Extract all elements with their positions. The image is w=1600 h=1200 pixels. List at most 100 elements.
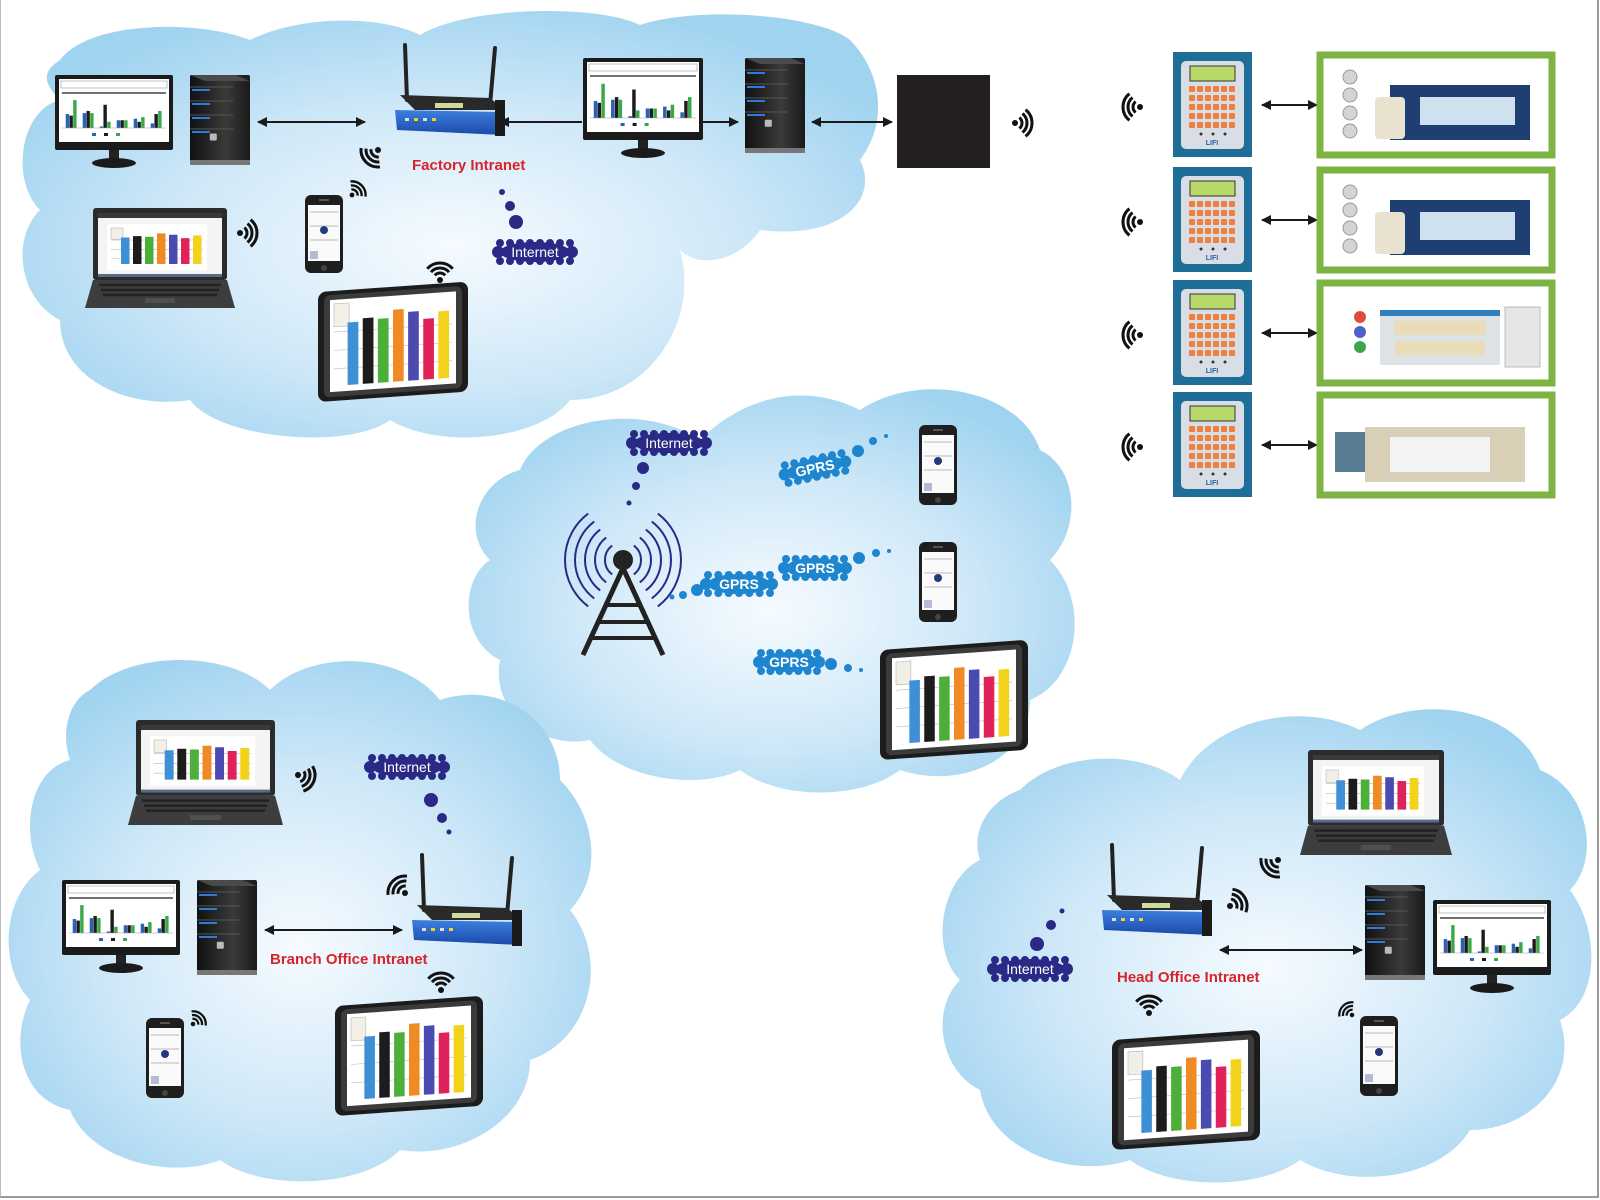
- signal-arc: [1232, 887, 1249, 913]
- chart-legend: [1127, 1050, 1144, 1076]
- signal-arc: [351, 188, 359, 196]
- chart-bar: [1186, 1057, 1197, 1130]
- head-router[interactable]: [1102, 843, 1212, 936]
- chart-bar: [680, 112, 684, 118]
- gprs-tablet[interactable]: [880, 640, 1028, 760]
- branch-server-tower: [197, 880, 257, 975]
- monitor-neck: [109, 150, 119, 160]
- drive-led: [747, 72, 765, 74]
- keypad-key: [1205, 201, 1211, 207]
- fabric: [1420, 97, 1515, 125]
- legend-swatch: [123, 938, 127, 941]
- chart-bar: [1373, 775, 1382, 810]
- keypad-key: [1189, 219, 1195, 225]
- head-tablet[interactable]: [1112, 1030, 1260, 1150]
- radio-wave: [604, 544, 613, 576]
- loom-controller: LIFI: [1173, 167, 1252, 272]
- bubble-shape: [364, 754, 450, 780]
- signal-arc: [246, 222, 254, 244]
- keypad-key: [1221, 237, 1227, 243]
- factory-monitor[interactable]: [55, 75, 173, 168]
- bubble-shape: [700, 571, 778, 597]
- gprs-link-dots: [825, 658, 863, 672]
- signal-arc: [1131, 328, 1137, 342]
- factory-monitor-center[interactable]: [583, 58, 703, 158]
- bubble-shape: [626, 430, 712, 456]
- head-laptop[interactable]: [1300, 750, 1452, 855]
- chart-bar: [684, 100, 688, 118]
- keypad-key: [1189, 104, 1195, 110]
- keypad-key: [1213, 323, 1219, 329]
- keypad-key: [1221, 95, 1227, 101]
- keypad-key: [1221, 350, 1227, 356]
- legend-swatch: [1494, 958, 1498, 961]
- chart-bar: [1502, 945, 1506, 953]
- drive-led: [1367, 941, 1385, 943]
- bubble-shape: [753, 649, 825, 675]
- head-monitor[interactable]: [1433, 900, 1551, 993]
- factory-laptop[interactable]: [85, 208, 235, 308]
- indicator-led: [1199, 360, 1203, 364]
- chart-bar: [157, 233, 166, 264]
- loom-machine[interactable]: [1316, 279, 1556, 387]
- loom-unit: LIFI: [1121, 279, 1556, 387]
- keypad-key: [1197, 201, 1203, 207]
- loom-machine[interactable]: [1316, 166, 1556, 274]
- chart-bar: [1468, 938, 1472, 953]
- signal-dot: [1275, 857, 1281, 863]
- keypad-key: [1205, 86, 1211, 92]
- signal-arc: [192, 1017, 200, 1025]
- control-cabinet: [1504, 306, 1541, 368]
- pie-chart: [934, 574, 942, 582]
- signal-arc: [386, 874, 408, 896]
- yarn-creel: [1342, 87, 1358, 103]
- signal-arc: [1259, 857, 1281, 879]
- keypad-key: [1205, 350, 1211, 356]
- branch-monitor[interactable]: [62, 880, 180, 973]
- loom-machine[interactable]: [1316, 391, 1556, 499]
- gprs-phone[interactable]: [919, 425, 957, 505]
- chart-bar: [150, 123, 155, 128]
- gprs-phone[interactable]: [919, 542, 957, 622]
- chart-bar: [438, 310, 450, 379]
- branch-tablet[interactable]: [335, 996, 483, 1116]
- taskbar: [141, 789, 270, 793]
- report-title-bar: [67, 885, 175, 894]
- chart-bar: [438, 1032, 450, 1094]
- controller-faceplate: [1181, 289, 1244, 377]
- chart-bar: [148, 922, 152, 933]
- wireless-signal-icon: [1227, 887, 1249, 913]
- controller-faceplate: [1181, 61, 1244, 149]
- keypad-key: [1205, 444, 1211, 450]
- antenna: [1195, 846, 1204, 907]
- speaker: [933, 429, 943, 431]
- tower-top: [197, 880, 257, 886]
- factory-tablet[interactable]: [318, 282, 468, 402]
- chart-bar: [1460, 938, 1465, 953]
- chart-bar: [89, 918, 94, 933]
- branch-phone[interactable]: [146, 1018, 184, 1098]
- chart-bar: [193, 235, 202, 264]
- chart-bar: [133, 236, 142, 264]
- loom-machine[interactable]: [1316, 51, 1556, 159]
- chart-bar: [165, 915, 169, 933]
- chart-bar: [670, 104, 675, 118]
- branch-laptop[interactable]: [128, 720, 283, 825]
- chart-bar: [240, 748, 250, 780]
- hp-logo: [209, 133, 217, 141]
- factory-phone[interactable]: [305, 195, 343, 273]
- lcd-display: [1189, 65, 1236, 82]
- router-led: [1112, 918, 1116, 921]
- indicator-led: [1199, 472, 1203, 476]
- wireless-signal-icon: [1121, 320, 1143, 350]
- wifi-arc: [434, 981, 448, 987]
- branch-router[interactable]: [412, 853, 522, 946]
- speaker: [933, 546, 943, 548]
- signal-arc: [191, 1013, 204, 1026]
- head-office-intranet-label: Head Office Intranet: [1117, 969, 1260, 986]
- keypad-key: [1221, 104, 1227, 110]
- chart-bar: [909, 679, 920, 744]
- indicator-led: [1211, 132, 1215, 136]
- head-phone[interactable]: [1360, 1016, 1398, 1096]
